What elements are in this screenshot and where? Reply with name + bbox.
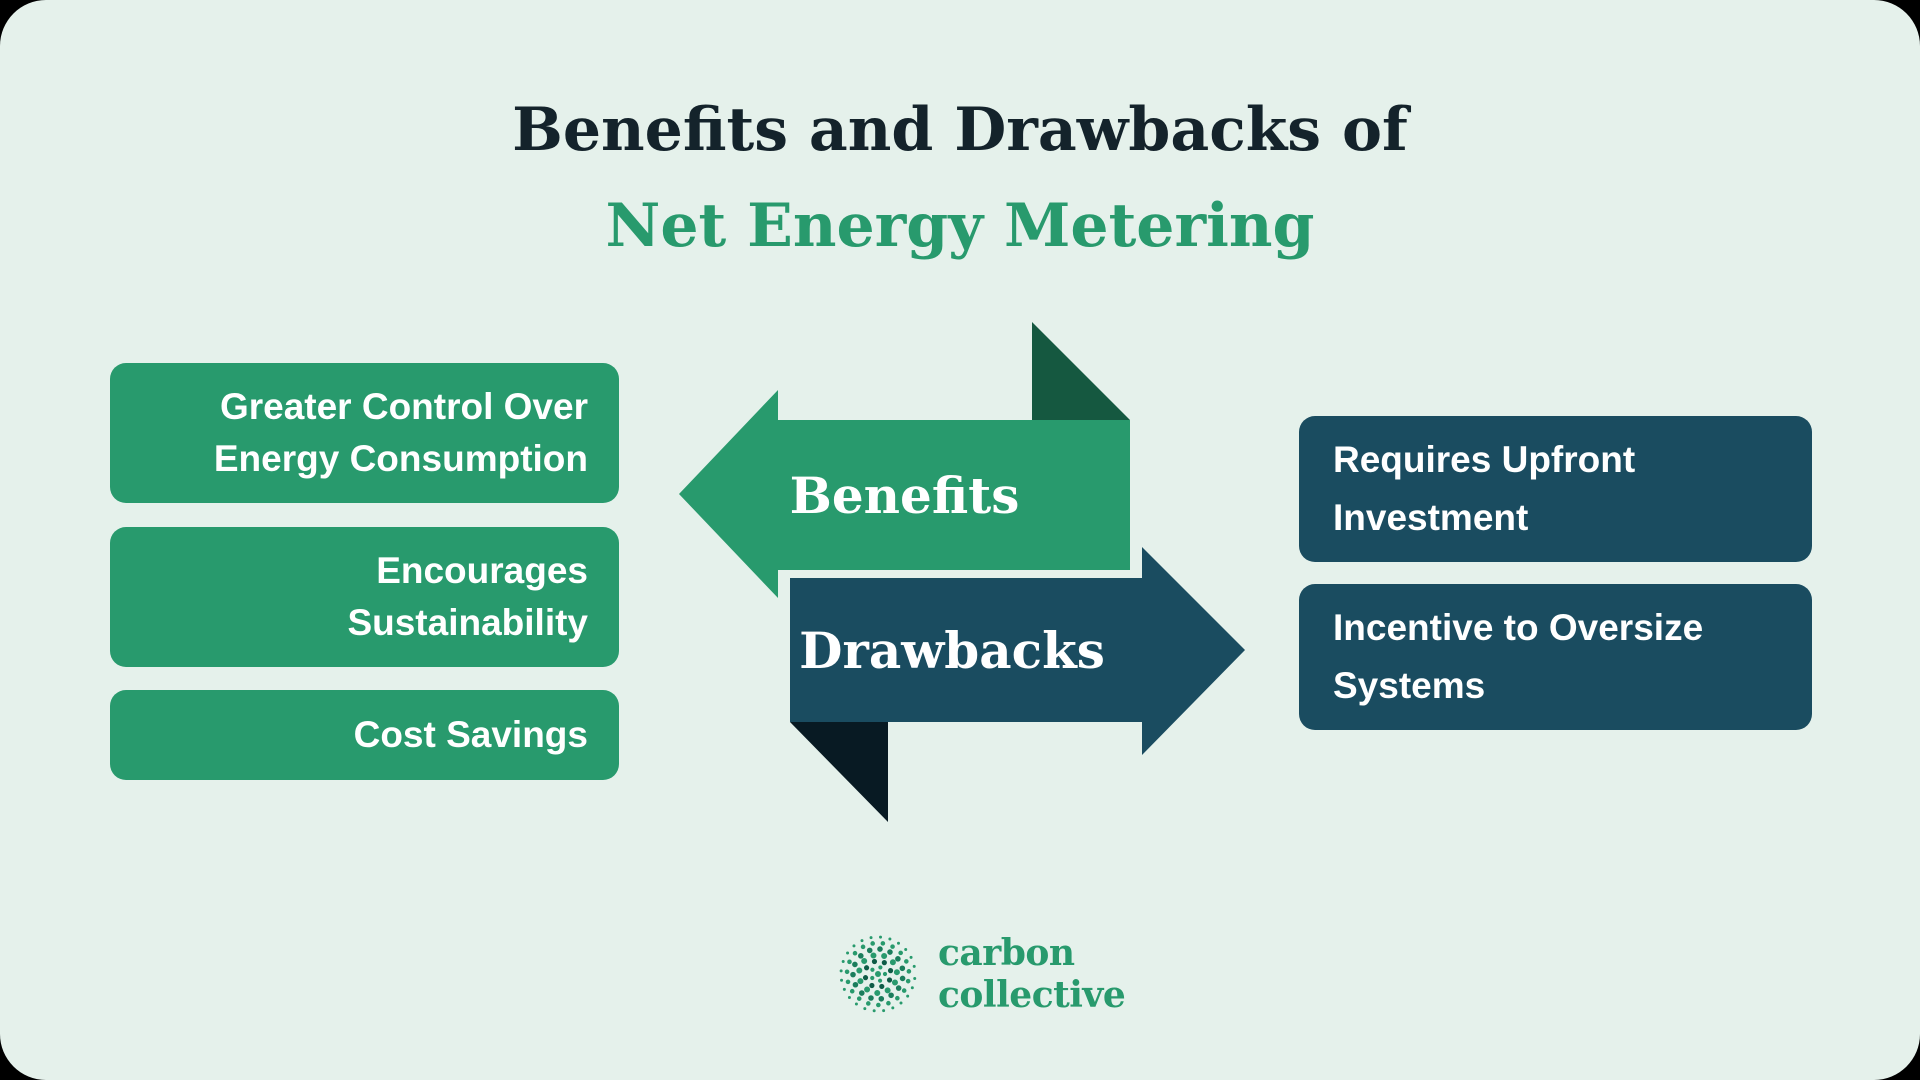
drawback-box-upfront-investment: Requires Upfront Investment bbox=[1299, 416, 1812, 562]
logo-wordmark-line2: collective bbox=[938, 974, 1126, 1016]
benefits-arrow-fold bbox=[1032, 322, 1130, 420]
arrows-graphic bbox=[679, 322, 1245, 822]
page-title: Benefits and Drawbacks of Net Energy Met… bbox=[0, 82, 1920, 274]
logo-wordmark: carbon collective bbox=[938, 932, 1126, 1016]
drawback-box-line: Requires Upfront bbox=[1333, 439, 1636, 480]
benefit-box-line: Cost Savings bbox=[353, 714, 588, 755]
logo-dotted-globe-icon bbox=[839, 935, 917, 1013]
drawback-box-oversize-systems: Incentive to Oversize Systems bbox=[1299, 584, 1812, 730]
title-line-secondary: Net Energy Metering bbox=[605, 191, 1315, 261]
benefits-arrow-shape bbox=[679, 390, 1130, 598]
benefit-box-line: Sustainability bbox=[347, 602, 588, 643]
drawbacks-arrow-label: Drawbacks bbox=[799, 620, 1105, 680]
title-line-primary: Benefits and Drawbacks of bbox=[512, 95, 1408, 165]
logo-wordmark-line1: carbon bbox=[938, 932, 1075, 974]
benefit-box-greater-control: Greater Control Over Energy Consumption bbox=[110, 363, 619, 503]
drawback-box-line: Systems bbox=[1333, 665, 1486, 706]
drawbacks-arrow-fold bbox=[790, 722, 888, 822]
drawback-box-line: Incentive to Oversize bbox=[1333, 607, 1704, 648]
benefit-box-line: Greater Control Over bbox=[219, 386, 588, 427]
benefit-box-line: Encourages bbox=[376, 550, 588, 591]
benefit-box-line: Energy Consumption bbox=[213, 438, 588, 479]
benefit-box-cost-savings: Cost Savings bbox=[110, 690, 619, 780]
benefits-arrow-label: Benefits bbox=[789, 465, 1020, 525]
drawbacks-arrow-shape bbox=[790, 547, 1245, 755]
benefit-box-encourages-sustainability: Encourages Sustainability bbox=[110, 527, 619, 667]
carbon-collective-logo: carbon collective bbox=[833, 929, 1126, 1019]
drawback-box-line: Investment bbox=[1333, 497, 1529, 538]
